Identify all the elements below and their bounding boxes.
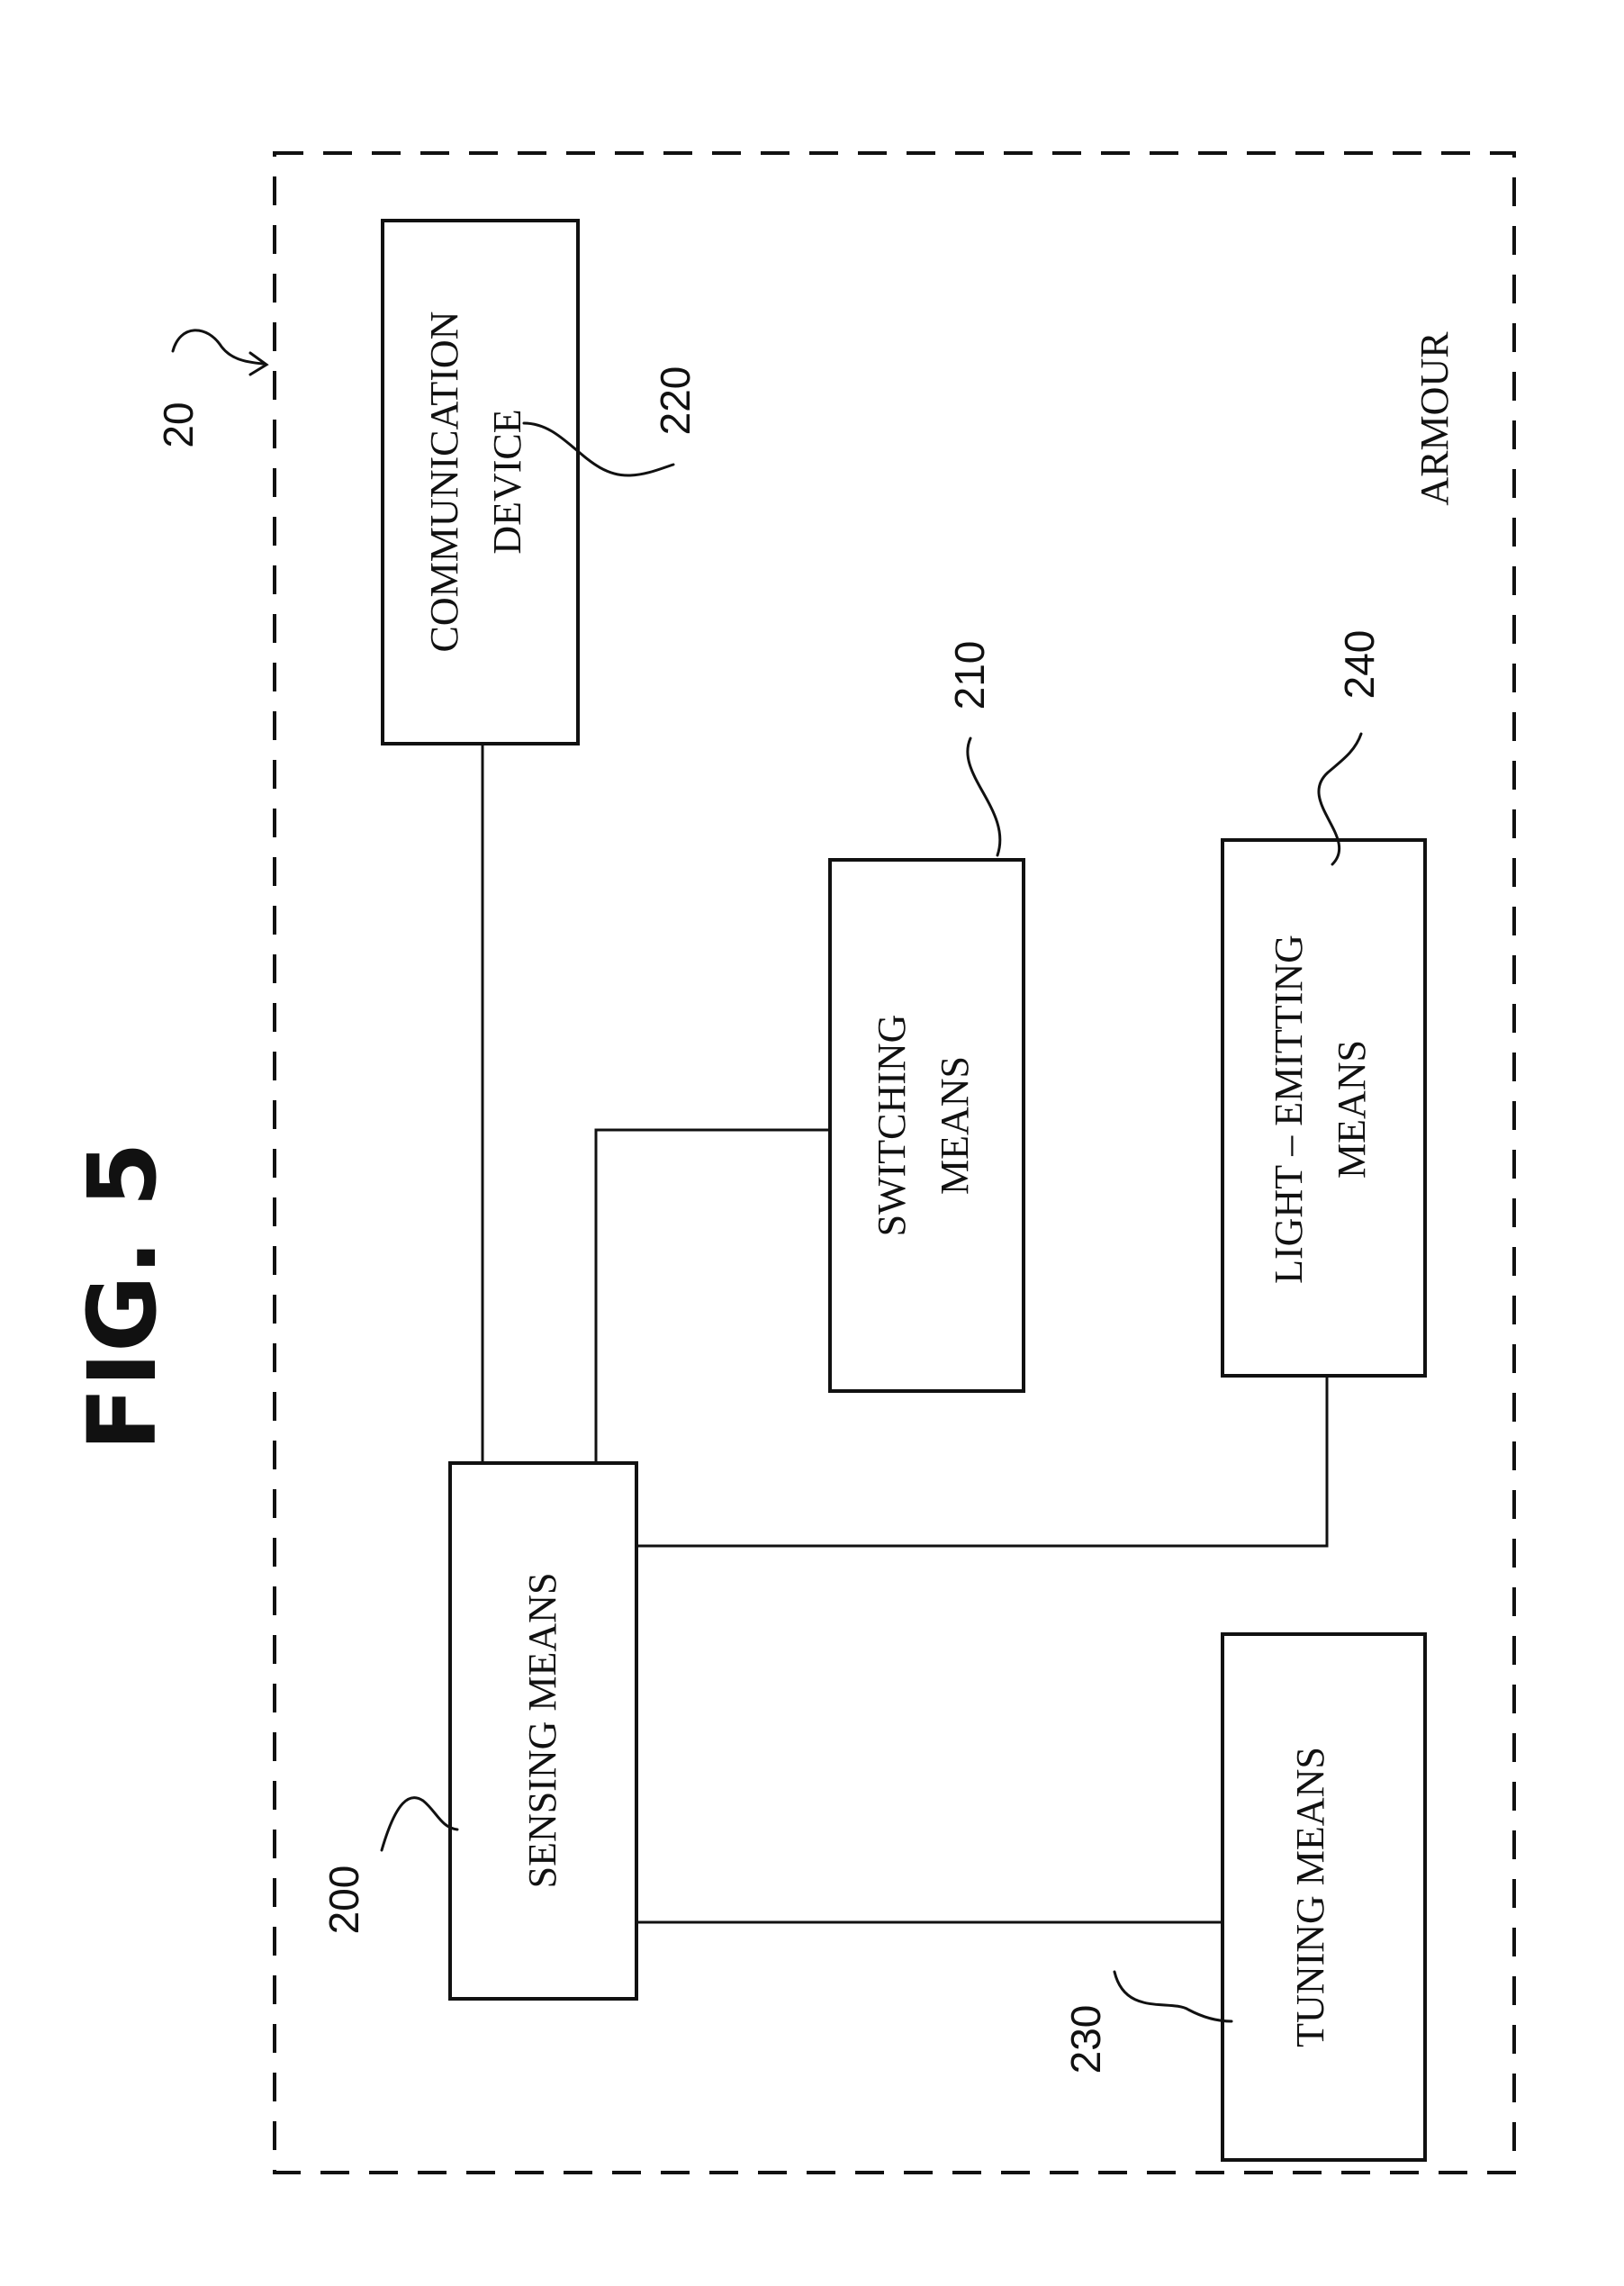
armour-label: ARMOUR xyxy=(1412,331,1457,506)
communication-device-ref: 220 xyxy=(652,366,699,436)
sensing-means-leader xyxy=(382,1798,457,1850)
sensing-means-block: SENSING MEANS xyxy=(450,1463,636,1999)
figure-title: FIG. 5 xyxy=(68,1142,177,1450)
tuning-means-block: TUNING MEANS xyxy=(1223,1634,1425,2160)
wire-sensing-switching xyxy=(596,1130,830,1463)
switching-means-label-line2: MEANS xyxy=(933,1056,977,1195)
light-emitting-means-box xyxy=(1223,840,1425,1376)
communication-device-box xyxy=(383,221,578,744)
tuning-means-ref: 230 xyxy=(1062,2005,1109,2074)
enclosure-ref-label: 20 xyxy=(155,402,202,447)
sensing-means-ref: 200 xyxy=(320,1866,367,1935)
tuning-means-label: TUNING MEANS xyxy=(1288,1747,1332,2047)
light-emitting-means-label-line1: LIGHT – EMITTING xyxy=(1267,935,1311,1284)
switching-means-block: SWITCHING MEANS xyxy=(830,860,1024,1391)
light-emitting-means-block: LIGHT – EMITTING MEANS xyxy=(1223,840,1425,1376)
communication-device-label-line1: COMMUNICATION xyxy=(422,312,466,653)
switching-means-ref: 210 xyxy=(946,641,993,710)
tuning-means-leader xyxy=(1114,1972,1232,2021)
sensing-means-label: SENSING MEANS xyxy=(520,1573,564,1889)
enclosure-ref-arrow xyxy=(173,330,263,364)
communication-device-block: COMMUNICATION DEVICE xyxy=(383,221,578,744)
light-emitting-means-ref: 240 xyxy=(1336,630,1383,700)
light-emitting-means-label-line2: MEANS xyxy=(1330,1040,1374,1179)
switching-means-label-line1: SWITCHING xyxy=(870,1015,914,1237)
wire-sensing-light-emitting xyxy=(636,1376,1327,1546)
communication-device-label-line2: DEVICE xyxy=(485,409,529,554)
switching-means-box xyxy=(830,860,1024,1391)
switching-means-leader xyxy=(968,738,1000,855)
